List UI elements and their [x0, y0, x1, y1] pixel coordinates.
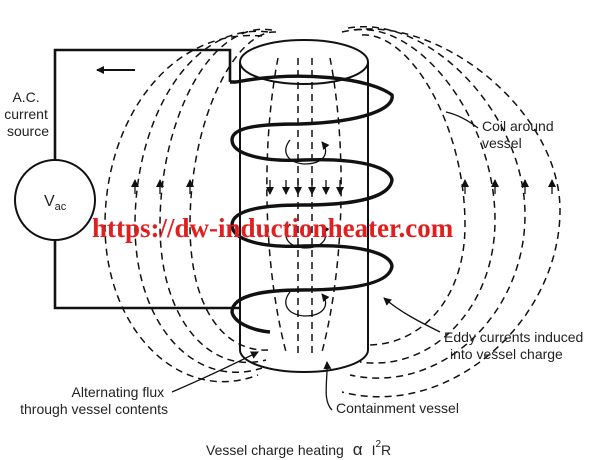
eddy-current-loops [285, 139, 330, 317]
watermark-url: https://dw-inductionheater.com [92, 213, 454, 243]
inner-down-arrows [266, 180, 344, 195]
inner-flux-lines [266, 57, 342, 356]
flux-lines-right [341, 25, 561, 398]
vessel-label: Containment vessel [336, 400, 459, 416]
ac-voltage-source: Vac [14, 159, 96, 241]
eddy-currents-label: Eddy currents induced into vessel charge [444, 329, 587, 362]
coil-label: Coil around vessel [482, 118, 558, 151]
flux-label: Alternating flux through vessel contents [20, 384, 168, 417]
circuit-wires [53, 48, 240, 310]
induction-coil [230, 74, 394, 334]
voltage-symbol: Vac [44, 193, 67, 213]
flux-lines-left [104, 28, 277, 383]
flux-up-arrows [131, 179, 556, 194]
callout-leaders [171, 111, 479, 411]
ac-source-label: A.C. current source [4, 89, 51, 139]
containment-vessel [239, 39, 369, 373]
